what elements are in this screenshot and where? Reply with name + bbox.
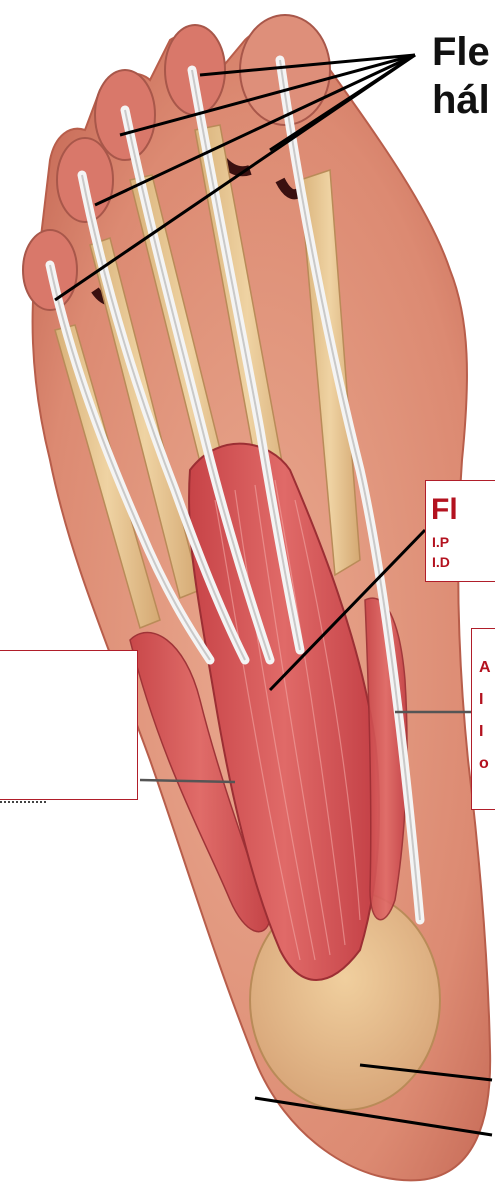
fdb-label-title: Fl: [431, 493, 458, 527]
right-box-line-2: I: [479, 691, 483, 709]
flexor-digitorum-brevis-label-box: Fl I.P I.D: [425, 480, 495, 582]
abductor-hallucis-label-box: A I I o: [471, 628, 495, 810]
abductor-digiti-minimi-label-box: [0, 650, 138, 800]
fdb-label-origin: I.P: [432, 534, 449, 550]
flexor-tendons-caption-line2: hál: [432, 76, 495, 124]
fdb-label-insertion: I.D: [432, 554, 450, 570]
right-box-line-1: A: [479, 659, 491, 677]
flexor-tendons-caption: Fle hál: [432, 28, 495, 124]
flexor-tendons-caption-line1: Fle: [432, 28, 495, 76]
right-box-line-3: I: [479, 723, 483, 741]
right-box-line-4: o: [479, 755, 489, 773]
left-box-dotted-mark: [0, 801, 46, 803]
